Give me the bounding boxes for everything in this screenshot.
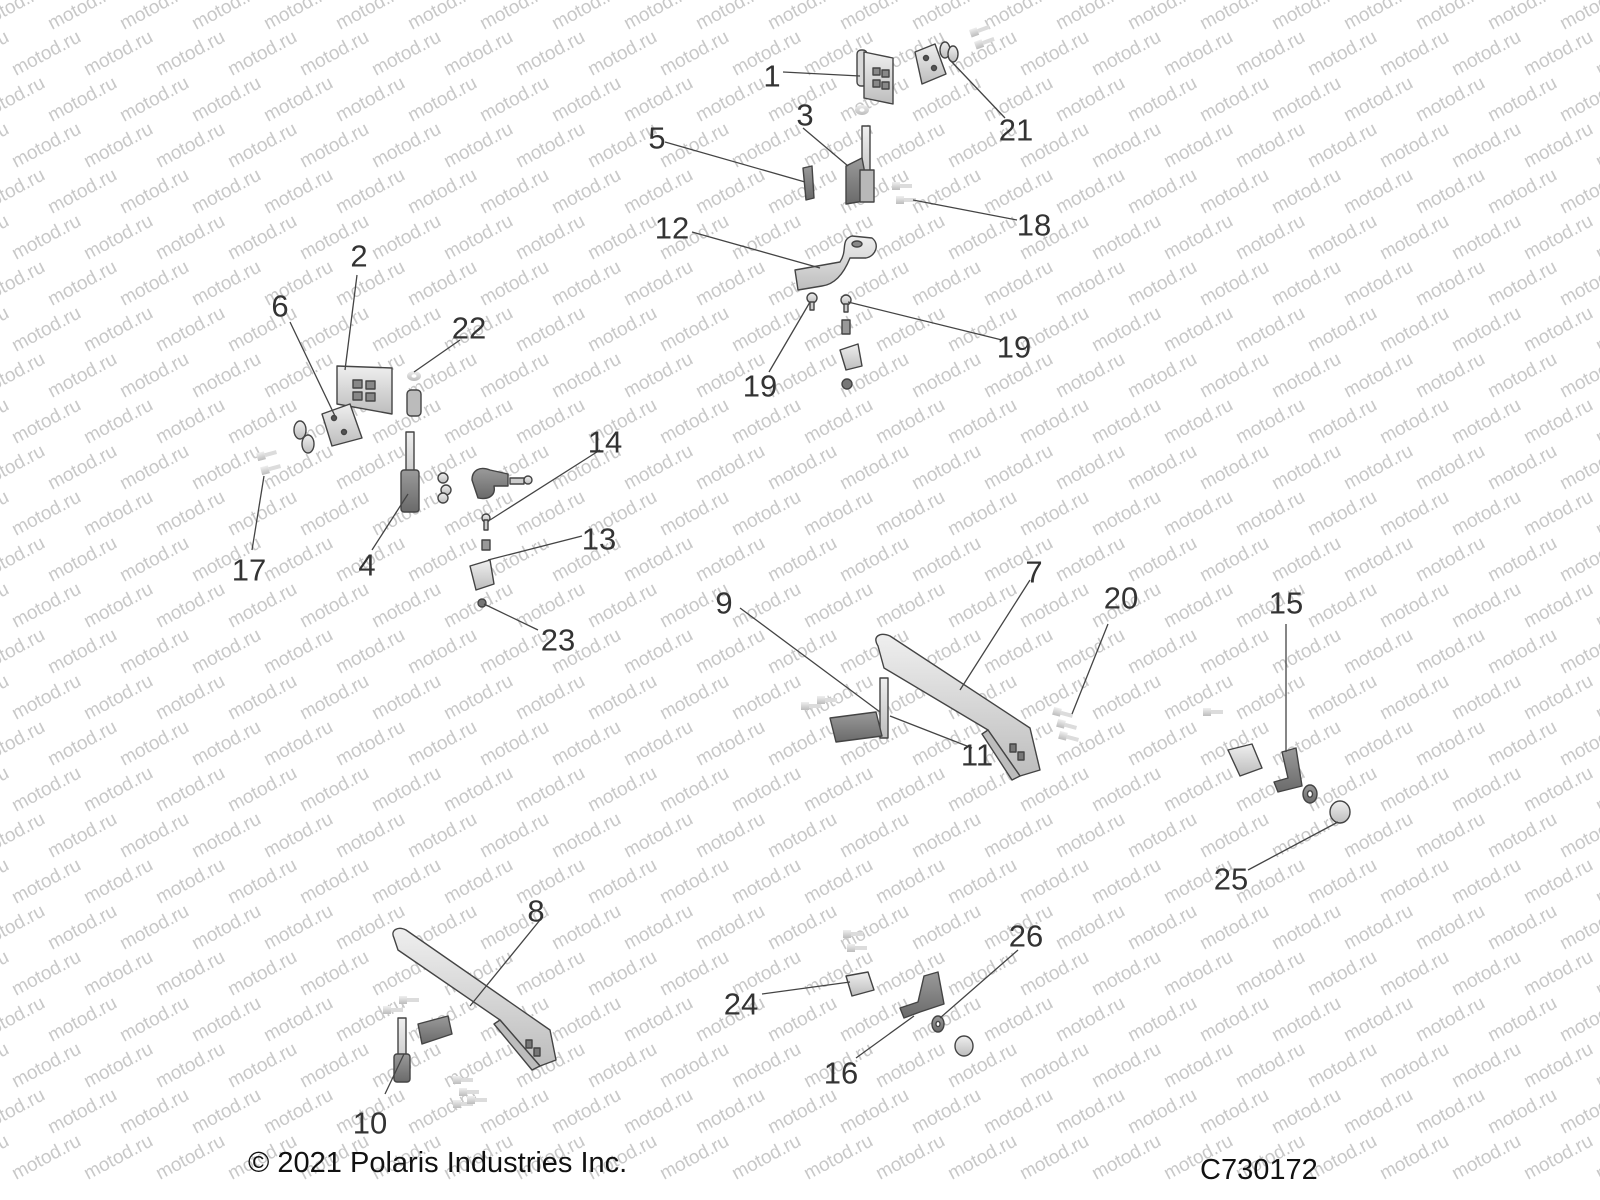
part-10-bolts [453,1076,487,1108]
callout-2[interactable]: 2 [350,238,368,274]
callout-13[interactable]: 13 [581,521,617,557]
callout-14[interactable]: 14 [587,424,623,460]
part-14-latch [471,467,533,551]
copyright-text: © 2021 Polaris Industries Inc. [248,1147,628,1179]
callout-4[interactable]: 4 [358,547,376,583]
part-16-bracket [899,971,945,1019]
part-20-bolts [1052,706,1080,744]
callout-22[interactable]: 22 [451,310,487,346]
callout-11[interactable]: 11 [960,737,994,773]
callout-19b[interactable]: 19 [742,368,778,404]
callout-9[interactable]: 9 [715,585,733,621]
diagram-code: C730172 [1200,1154,1318,1186]
part-24-bushing [843,930,875,997]
callout-8[interactable]: 8 [527,893,545,929]
callout-24[interactable]: 24 [723,986,759,1022]
part-19-screws [806,292,863,390]
part-3-hinge-pin [845,125,875,205]
part-8-support-arm [392,927,557,1071]
callout-20[interactable]: 20 [1103,580,1139,616]
callout-3[interactable]: 3 [796,97,814,133]
part-21-bolts [939,23,996,63]
part-washers [293,420,315,454]
part-6-plate [321,403,363,447]
callout-12[interactable]: 12 [654,210,690,246]
callout-25[interactable]: 25 [1213,861,1249,897]
part-9-bolts [801,696,837,710]
callout-21[interactable]: 21 [998,112,1034,148]
part-2-hinge-plate [336,365,393,415]
callout-6[interactable]: 6 [271,288,289,324]
part-22-spacer [406,371,422,417]
part-15-bracket [1203,708,1318,804]
part-4-hinge-pin [400,431,420,513]
callout-19a[interactable]: 19 [996,329,1032,365]
part-small-bolts [437,472,452,504]
part-18-bolts [892,182,916,204]
callout-16[interactable]: 16 [823,1055,859,1091]
callout-26[interactable]: 26 [1008,918,1044,954]
part-10-pin [383,996,453,1083]
part-1-hinge-plate [856,43,947,105]
callout-1[interactable]: 1 [763,58,781,94]
callout-5[interactable]: 5 [648,120,666,156]
callout-7[interactable]: 7 [1025,554,1043,590]
part-26-washer [931,1015,974,1057]
callout-18[interactable]: 18 [1016,207,1052,243]
part-13-bracket [469,559,495,608]
leader-lines [251,59,1339,1095]
part-5-clip [802,165,815,201]
callout-10[interactable]: 10 [352,1105,388,1141]
callout-15[interactable]: 15 [1268,585,1304,621]
callout-23[interactable]: 23 [540,622,576,658]
part-17-bolts [256,448,282,476]
part-9-bracket [829,677,889,743]
part-25-nut [1329,800,1351,824]
part-washer [855,105,869,115]
part-12-striker [794,235,877,291]
callout-17[interactable]: 17 [231,552,267,588]
part-7-support-arm [875,633,1041,781]
